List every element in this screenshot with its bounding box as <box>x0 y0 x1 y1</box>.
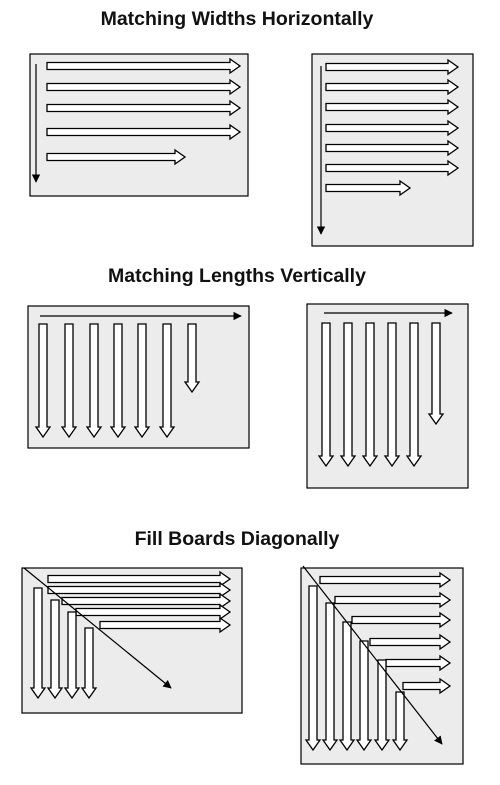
board-arrow <box>385 654 452 672</box>
board-arrow <box>325 58 460 76</box>
board-arrow <box>391 691 409 752</box>
board-arrow <box>304 585 322 752</box>
board-arrow <box>321 602 339 752</box>
board-arrow <box>109 323 127 439</box>
board-arrow <box>99 616 232 634</box>
title-matching-widths: Matching Widths Horizontally <box>100 8 374 30</box>
board-arrow <box>63 611 81 700</box>
title-fill-diagonally: Fill Boards Diagonally <box>134 528 340 550</box>
board-arrow <box>46 57 242 75</box>
board-arrow <box>402 677 452 695</box>
board-arrow <box>133 323 151 439</box>
board-arrow <box>325 159 460 177</box>
board-arrow <box>334 591 452 609</box>
board-arrow <box>80 627 98 700</box>
board-arrow <box>355 640 373 752</box>
board-arrow <box>47 570 232 588</box>
board-arrow <box>46 148 187 166</box>
board-arrow <box>325 78 460 96</box>
board-arrow <box>317 322 335 468</box>
board-arrow <box>60 323 78 439</box>
board-arrow <box>158 323 176 439</box>
title-matching-lengths: Matching Lengths Vertically <box>108 265 366 287</box>
board-arrow <box>46 599 64 700</box>
board-arrow <box>325 119 460 137</box>
board-arrow <box>85 323 103 439</box>
board-arrow <box>46 99 242 117</box>
board-arrow <box>338 621 356 752</box>
board-arrow <box>47 581 232 599</box>
board-arrow <box>405 322 423 468</box>
board-arrow <box>34 323 52 439</box>
board-arrow <box>325 98 460 116</box>
board-arrow <box>61 592 232 610</box>
board-arrow <box>339 322 357 468</box>
board-arrow <box>427 322 445 426</box>
board-arrow <box>46 123 242 141</box>
board-arrow <box>325 179 412 197</box>
guide-arrow-diagonal <box>23 567 172 689</box>
board-arrow <box>325 139 460 157</box>
board-arrow <box>183 323 201 394</box>
board-arrow <box>46 78 242 96</box>
board-arrow <box>383 322 401 468</box>
board-arrow <box>75 603 232 621</box>
board-arrow <box>29 587 47 700</box>
board-arrow <box>373 659 391 752</box>
guide-arrow-diagonal <box>302 565 443 745</box>
board-arrow <box>369 633 452 651</box>
board-arrow <box>351 611 452 629</box>
board-arrow <box>319 571 452 589</box>
panel-widths-left <box>29 53 249 197</box>
board-arrow <box>361 322 379 468</box>
